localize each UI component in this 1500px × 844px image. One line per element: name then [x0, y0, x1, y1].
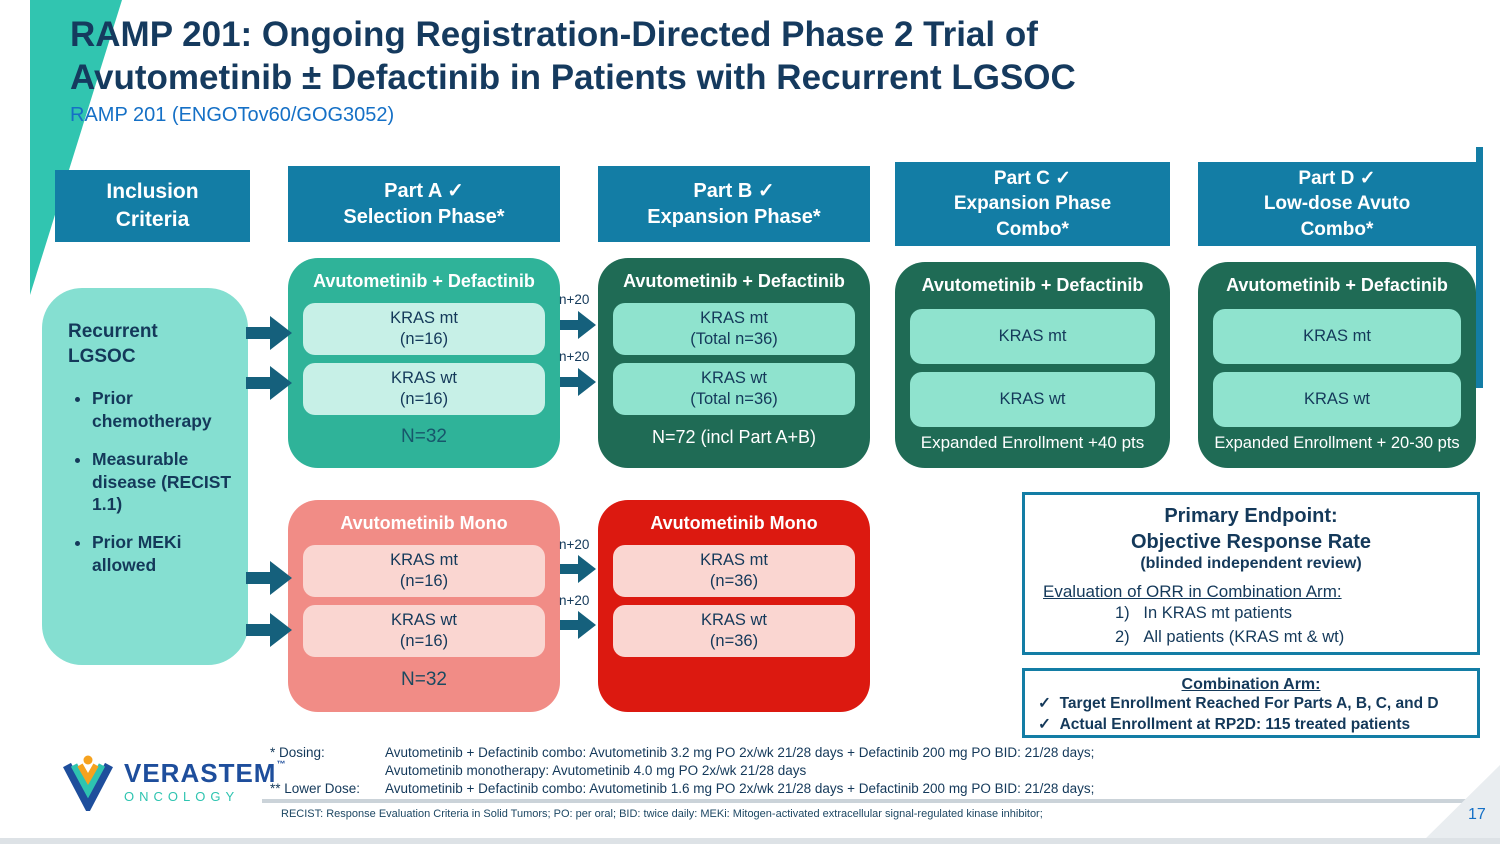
arrow-combo-wt-icon — [560, 368, 596, 396]
footnote-dosing-row: * Dosing: Avutometinib + Defactinib comb… — [270, 744, 1180, 762]
bottom-edge-strip — [0, 838, 1500, 844]
footnote-lower-dose-label: ** Lower Dose: — [270, 780, 361, 796]
arrow-label-n20: n+20 — [559, 349, 590, 364]
arrow-inclusion-to-combo-mt-icon — [246, 316, 292, 350]
part-d-enrollment-note: Expanded Enrollment + 20-30 pts — [1214, 433, 1460, 452]
arrow-mono-mt-icon — [560, 555, 596, 583]
primary-endpoint-review-note: (blinded independent review) — [1140, 555, 1362, 573]
primary-endpoint-title: Primary Endpoint: — [1164, 505, 1338, 527]
header-part-d: Part D ✓ Low-dose Avuto Combo* — [1198, 162, 1476, 246]
combination-arm-heading: Combination Arm: — [1181, 676, 1321, 693]
verastem-logo: VERASTEM™ ONCOLOGY — [60, 753, 286, 811]
abbreviations-note: RECIST: Response Evaluation Criteria in … — [281, 808, 1043, 820]
footnotes: * Dosing: Avutometinib + Defactinib comb… — [270, 744, 1180, 797]
arrow-inclusion-to-mono-wt-icon — [246, 613, 292, 647]
footnote-lower-dose-line: Avutometinib + Defactinib combo: Avutome… — [385, 780, 1095, 796]
primary-endpoint-measure: Objective Response Rate — [1130, 530, 1372, 553]
part-c-kras-wt-row: KRAS wt — [910, 372, 1155, 427]
logo-brand-name: VERASTEM — [124, 758, 277, 788]
part-c-kras-mt-row: KRAS mt — [910, 309, 1155, 364]
primary-endpoint-box: Primary Endpoint: Objective Response Rat… — [1022, 492, 1480, 655]
inclusion-bullet: Prior MEKi allowed — [92, 531, 234, 577]
bottom-right-corner-wedge — [1420, 765, 1500, 844]
part-b-kras-wt-row: KRAS wt (Total n=36) — [613, 363, 855, 415]
verastem-logo-text: VERASTEM™ ONCOLOGY — [124, 758, 287, 805]
header-part-c: Part C ✓ Expansion Phase Combo* — [895, 162, 1170, 246]
part-a-kras-mt-row: KRAS mt (n=16) — [303, 303, 545, 355]
arrow-inclusion-to-combo-wt-icon — [246, 366, 292, 400]
combination-arm-item-2: ✓ Actual Enrollment at RP2D: 115 treated… — [1038, 715, 1411, 733]
arrow-label-n20: n+20 — [559, 537, 590, 552]
part-b-combo-box: Avutometinib + Defactinib KRAS mt (Total… — [598, 258, 870, 468]
footnote-lower-dose-row: ** Lower Dose: Avutometinib + Defactinib… — [270, 780, 1180, 798]
combination-arm-box: Combination Arm: ✓ Target Enrollment Rea… — [1022, 668, 1480, 738]
footnote-dosing-line-2: Avutometinib monotherapy: Avutometinib 4… — [385, 762, 807, 778]
header-part-a: Part A ✓ Selection Phase* — [288, 166, 560, 242]
part-b-combo-title: Avutometinib + Defactinib — [623, 271, 845, 291]
combination-arm-item-1: ✓ Target Enrollment Reached For Parts A,… — [1038, 695, 1439, 712]
arrow-combo-mt-icon — [560, 311, 596, 339]
mono-a-kras-wt-row: KRAS wt (n=16) — [303, 605, 545, 657]
footnote-dosing-line-1: Avutometinib + Defactinib combo: Avutome… — [385, 745, 1095, 760]
arrow-label-n20: n+20 — [559, 292, 590, 307]
part-a-mono-box: Avutometinib Mono KRAS mt (n=16) KRAS wt… — [288, 500, 560, 712]
footnote-dosing-label: * Dosing: — [270, 745, 325, 760]
part-a-combo-box: Avutometinib + Defactinib KRAS mt (n=16)… — [288, 258, 560, 468]
arrow-label-n20: n+20 — [559, 593, 590, 608]
part-c-enrollment-note: Expanded Enrollment +40 pts — [920, 433, 1145, 452]
orr-evaluation-item-2: 2) All patients (KRAS mt & wt) — [1115, 628, 1345, 647]
part-a-total: N=32 — [401, 426, 447, 447]
logo-trademark: ™ — [276, 759, 287, 769]
title-line-2: Avutometinib ± Defactinib in Patients wi… — [70, 57, 1076, 97]
part-a-combo-title: Avutometinib + Defactinib — [313, 271, 535, 291]
arrow-inclusion-to-mono-mt-icon — [246, 561, 292, 595]
orr-evaluation-item-1: 1) In KRAS mt patients — [1115, 604, 1292, 623]
part-c-combo-box: Avutometinib + Defactinib KRAS mt KRAS w… — [895, 262, 1170, 468]
inclusion-heading: Recurrent LGSOC — [68, 321, 158, 367]
part-b-kras-mt-row: KRAS mt (Total n=36) — [613, 303, 855, 355]
right-edge-accent-bar — [1476, 147, 1483, 388]
header-part-b: Part B ✓ Expansion Phase* — [598, 166, 870, 242]
part-c-combo-title: Avutometinib + Defactinib — [921, 275, 1144, 295]
mono-a-kras-mt-row: KRAS mt (n=16) — [303, 545, 545, 597]
part-b-total: N=72 (incl Part A+B) — [651, 426, 817, 447]
mono-a-total: N=32 — [401, 669, 447, 690]
orr-evaluation-heading: Evaluation of ORR in Combination Arm: — [1043, 582, 1342, 602]
part-d-combo-box: Avutometinib + Defactinib KRAS mt KRAS w… — [1198, 262, 1476, 468]
mono-b-kras-mt-row: KRAS mt (n=36) — [613, 545, 855, 597]
arrow-mono-wt-icon — [560, 611, 596, 639]
part-d-kras-wt-row: KRAS wt — [1213, 372, 1461, 427]
header-inclusion-criteria: Inclusion Criteria — [55, 170, 250, 242]
inclusion-bullet-list: Prior chemotherapy Measurable disease (R… — [68, 387, 234, 576]
mono-b-kras-wt-row: KRAS wt (n=36) — [613, 605, 855, 657]
logo-division-name: ONCOLOGY — [124, 789, 240, 804]
part-b-mono-title: Avutometinib Mono — [650, 513, 818, 533]
inclusion-bullet: Measurable disease (RECIST 1.1) — [92, 448, 234, 516]
verastem-logo-icon — [63, 755, 113, 811]
part-a-kras-wt-row: KRAS wt (n=16) — [303, 363, 545, 415]
trial-id-subtitle: RAMP 201 (ENGOTov60/GOG3052) — [70, 104, 395, 126]
title-line-1: RAMP 201: Ongoing Registration-Directed … — [70, 15, 1038, 54]
page-number: 17 — [1468, 806, 1486, 823]
footnote-dosing-row-2: Avutometinib monotherapy: Avutometinib 4… — [270, 762, 1180, 780]
inclusion-bullet: Prior chemotherapy — [92, 387, 234, 433]
inclusion-criteria-box: Recurrent LGSOC Prior chemotherapy Measu… — [42, 288, 248, 665]
footer-divider-line — [262, 799, 1500, 803]
part-d-kras-mt-row: KRAS mt — [1213, 309, 1461, 364]
part-b-mono-box: Avutometinib Mono KRAS mt (n=36) KRAS wt… — [598, 500, 870, 712]
part-d-combo-title: Avutometinib + Defactinib — [1226, 275, 1448, 295]
page-title: RAMP 201: Ongoing Registration-Directed … — [70, 14, 1390, 99]
part-a-mono-title: Avutometinib Mono — [340, 513, 508, 533]
